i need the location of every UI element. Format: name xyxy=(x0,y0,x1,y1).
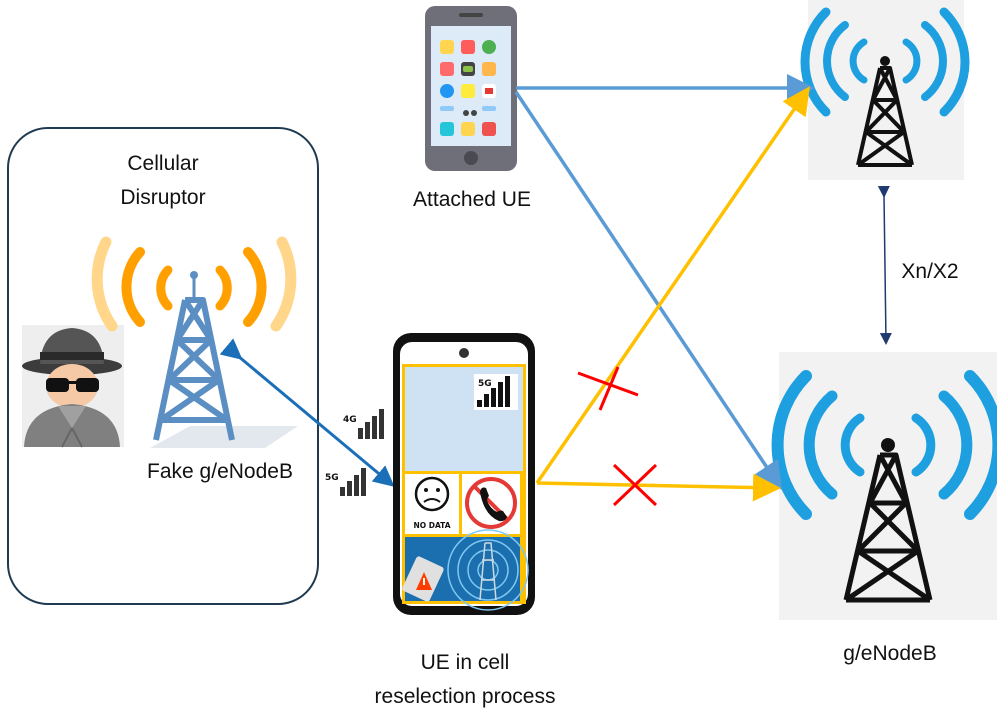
no-data-label: NO DATA xyxy=(413,521,450,530)
disruptor-title-line1: Cellular xyxy=(127,152,199,175)
reselect-ue-phone-icon xyxy=(393,333,535,615)
reselect-ue-label-line1: UE in cell xyxy=(420,651,510,674)
attached-ue-label: Attached UE xyxy=(413,188,531,211)
hacker-icon xyxy=(22,325,124,448)
signal-4g-icon xyxy=(358,409,384,439)
signal-5g-icon xyxy=(340,468,366,496)
fake-node-label: Fake g/eNodeB xyxy=(147,460,293,483)
gnodeb-tower-bottom-icon xyxy=(771,352,997,620)
blocked-cross-icon xyxy=(612,463,658,507)
signal-4g-label: 4G xyxy=(343,415,357,425)
reselect-ue-link-top xyxy=(535,86,810,484)
screen-5g-label: 5G xyxy=(478,379,492,389)
interface-label: Xn/X2 xyxy=(901,260,959,283)
blocked-cross-icon xyxy=(577,366,639,411)
attached-ue-phone-icon xyxy=(425,6,517,171)
gnodeb-tower-top-icon xyxy=(800,0,970,180)
reselect-ue-link-bottom xyxy=(536,473,781,502)
disruptor-title-line2: Disruptor xyxy=(120,186,206,209)
attached-ue-link-bottom xyxy=(514,91,782,490)
fake-tower-waves-icon xyxy=(91,236,297,332)
reselect-ue-label-line2: reselection process xyxy=(374,685,556,708)
signal-5g-label: 5G xyxy=(325,473,339,483)
xn-x2-link xyxy=(877,185,892,345)
gnodeb-label: g/eNodeB xyxy=(843,642,937,665)
fake-node-ue-link xyxy=(219,338,395,487)
